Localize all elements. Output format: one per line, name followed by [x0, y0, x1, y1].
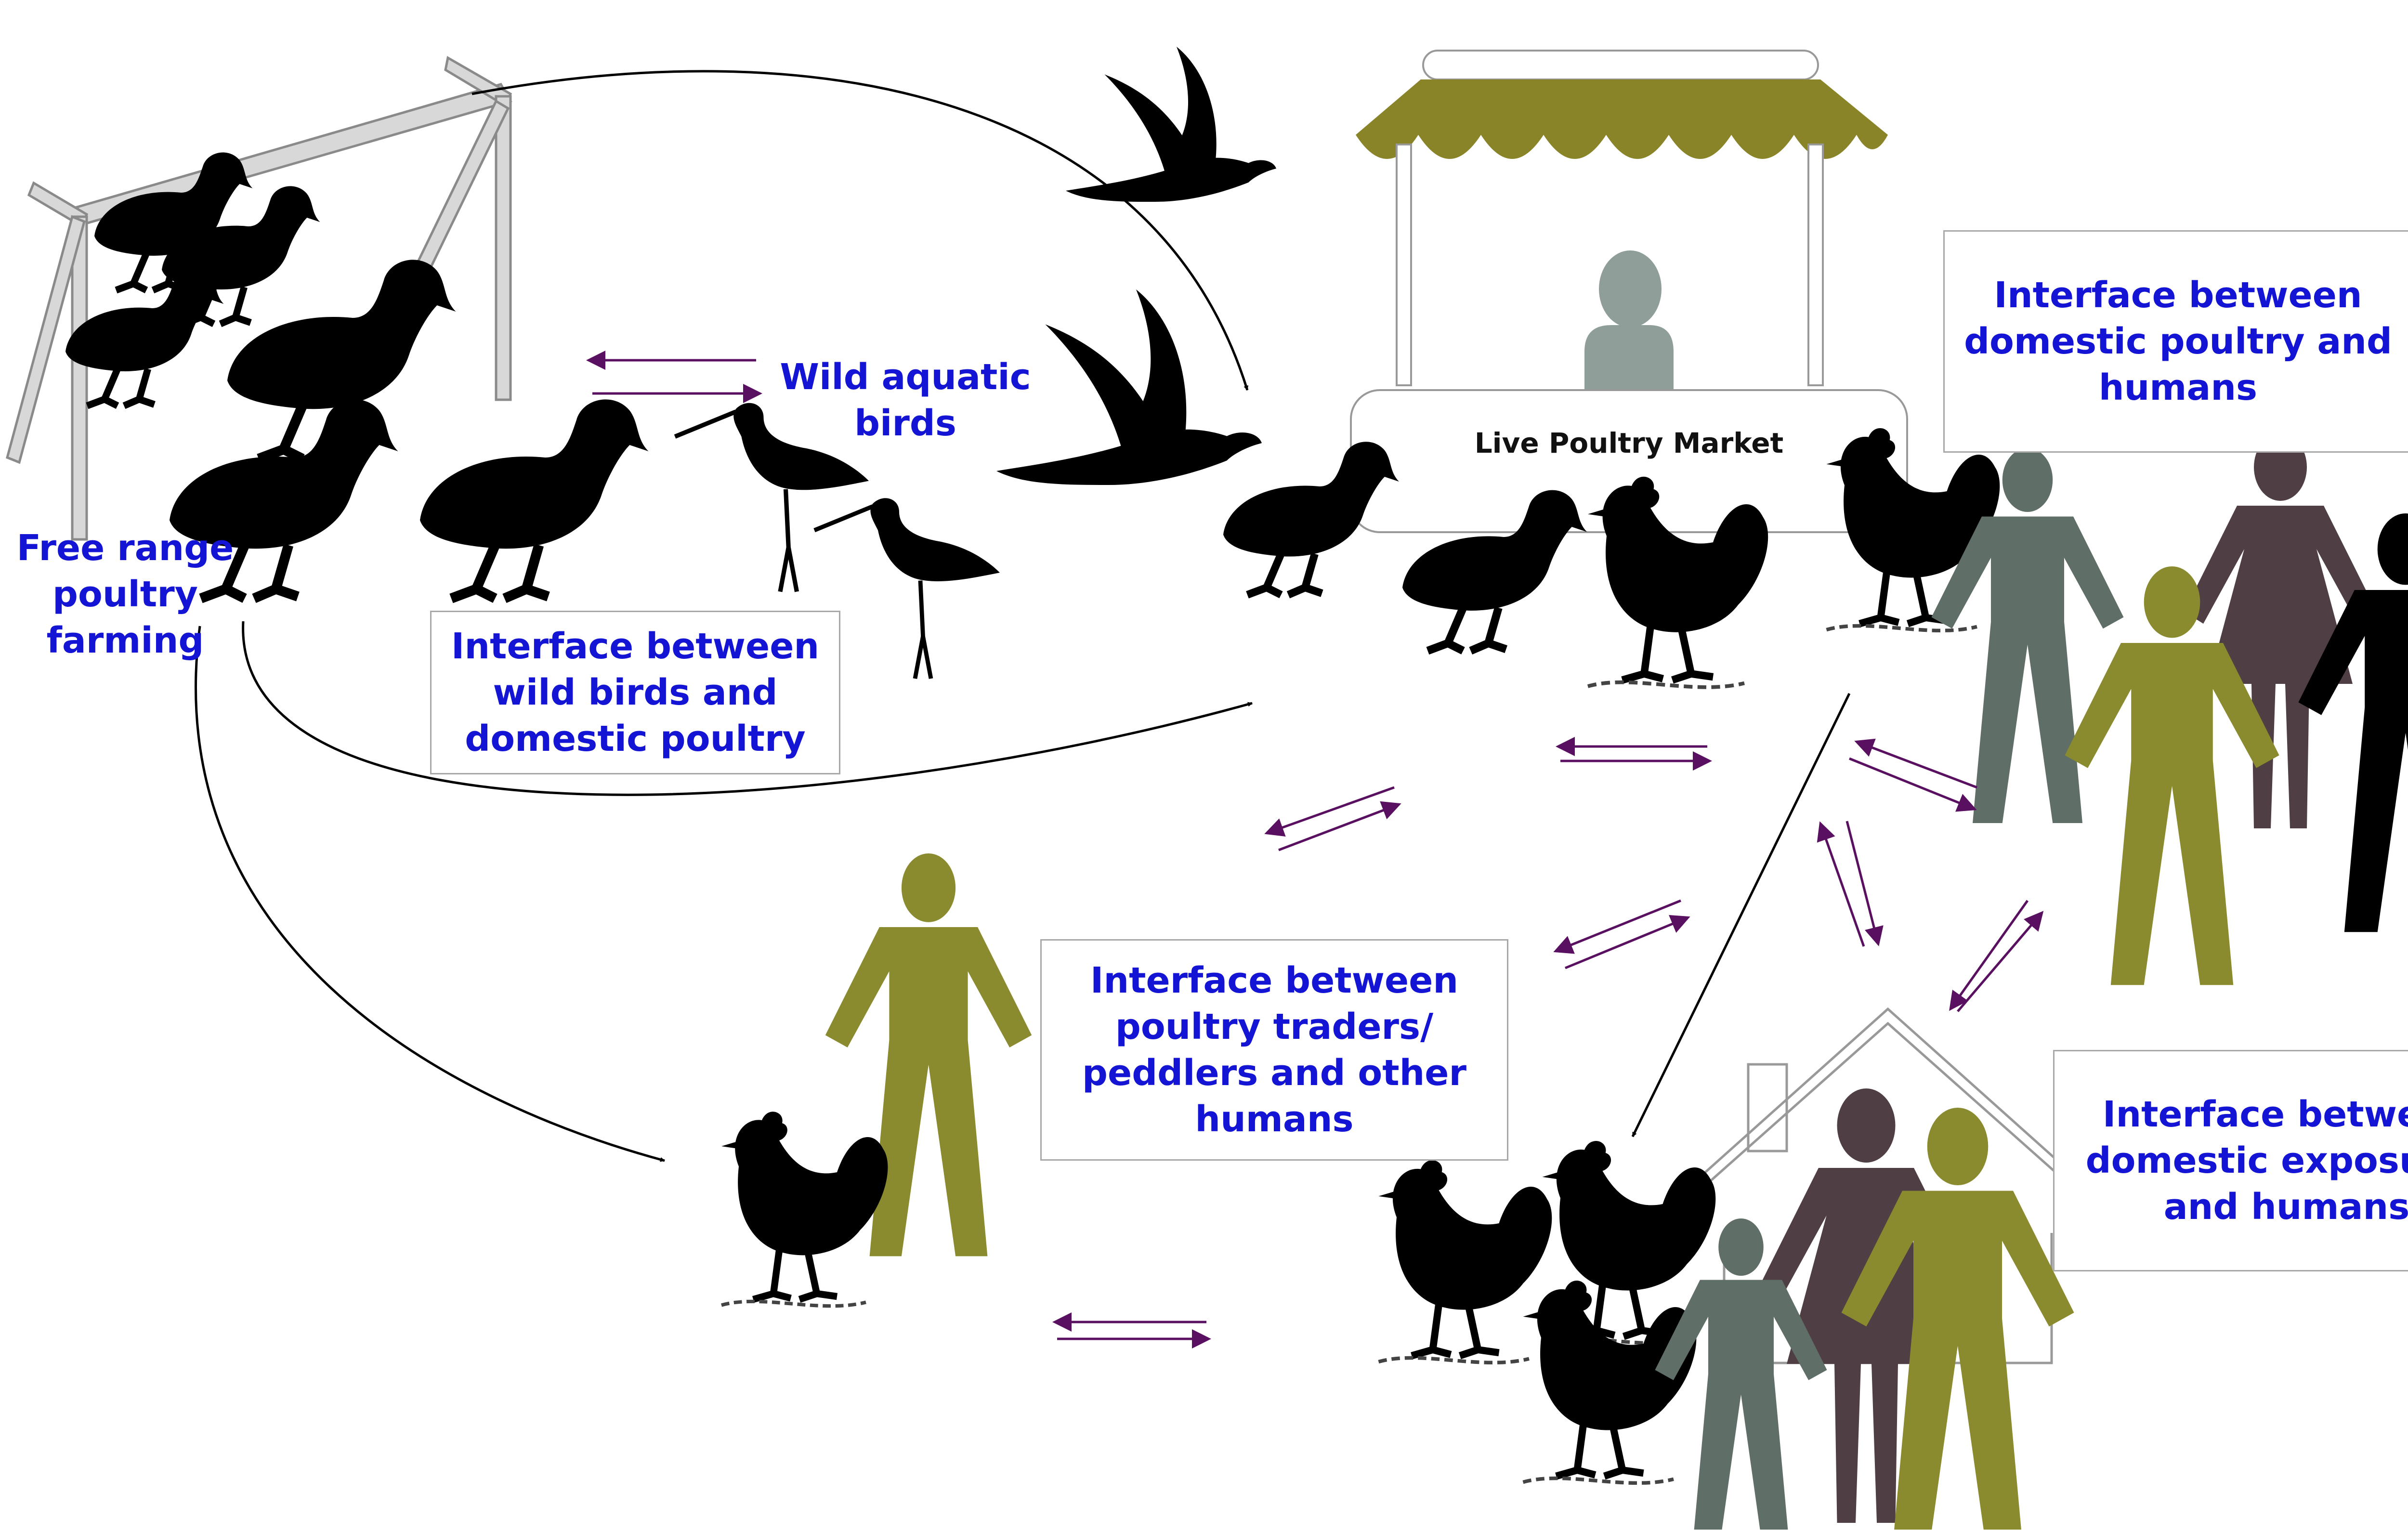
interface-line: Interface between — [2102, 1093, 2408, 1135]
free-range-line: farming — [46, 620, 204, 662]
interface-line: wild birds and — [493, 671, 778, 713]
interface-poultry-humans-box: Interface between domestic poultry and h… — [1943, 230, 2408, 453]
flow-arrow — [1631, 693, 1851, 1138]
interface-line: domestic poultry and — [1964, 320, 2392, 362]
flow-arrow — [242, 621, 1253, 796]
duck-icon — [420, 399, 649, 598]
flow-arrow — [471, 70, 1249, 391]
interface-line: Interface between — [1090, 959, 1459, 1001]
chicken-icon — [721, 1112, 888, 1306]
chicken-icon — [1379, 1160, 1552, 1362]
interface-domestic-exposures-box: Interface between domestic exposures and… — [2053, 1050, 2408, 1271]
interface-line: humans — [1195, 1099, 1354, 1140]
interface-wild-domestic-box: Interface between wild birds and domesti… — [430, 611, 840, 774]
interface-line: peddlers and other — [1082, 1052, 1466, 1094]
exchange-arrows — [586, 351, 2044, 1349]
interface-line: humans — [2098, 367, 2258, 409]
free-range-line: Free range — [16, 527, 234, 569]
interface-line: domestic exposures — [2085, 1139, 2408, 1181]
market-stall-icon — [1350, 50, 1908, 533]
flow-arrow — [195, 626, 665, 1162]
interface-line: domestic poultry — [465, 718, 806, 760]
market-label: Live Poultry Market — [1474, 427, 1784, 459]
interface-line: and humans — [2163, 1186, 2408, 1228]
wild-aquatic-line: Wild aquatic — [780, 356, 1031, 398]
wild-aquatic-birds-label: Wild aquatic birds — [766, 354, 1045, 446]
shed-icon — [6, 56, 512, 541]
interface-line: Interface between — [451, 625, 820, 667]
free-range-line: poultry — [52, 574, 198, 615]
interface-line: poultry traders/ — [1115, 1006, 1434, 1048]
wading-bird-icon — [814, 498, 1000, 679]
interface-line: Interface between — [1994, 274, 2362, 316]
free-range-label: Free range poultry farming — [7, 525, 243, 664]
interface-traders-box: Interface between poultry traders/ peddl… — [1040, 939, 1508, 1161]
chicken-icon — [1523, 1281, 1697, 1483]
wild-aquatic-line: birds — [854, 403, 956, 445]
